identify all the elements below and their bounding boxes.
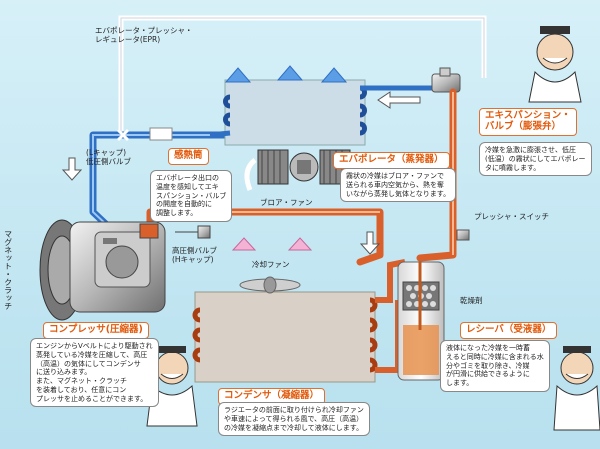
l-cap-label: (Lキャップ) 低圧側バルブ	[86, 148, 131, 166]
receiver-drier	[397, 261, 445, 381]
evaporator-coil	[209, 79, 443, 146]
low-side-valve	[116, 127, 173, 142]
mechanic-character-icon	[553, 346, 600, 431]
sensor-bulb-title: 感熱筒	[168, 148, 209, 165]
h-cap-label: 高圧側バルブ (Hキャップ)	[172, 246, 217, 264]
epr-label: エバポレータ・プレッシャ・ レギュレータ(EPR)	[95, 26, 193, 44]
compressor	[39, 219, 166, 321]
sensor-bulb-note: エバポレータ出口の 温度を感知してエキ スパンション・バルブ の開度を自動的に …	[150, 170, 233, 222]
flow-direction-arrow-icon	[61, 91, 421, 255]
evaporator-note: 霧状の冷媒はブロア・ファンで 送られる車内空気から、熱を奪 いながら蒸発し気体と…	[340, 168, 457, 203]
condenser-coil	[192, 259, 406, 383]
magnet-clutch-label: マグネット・クラッチ	[3, 230, 13, 310]
cooling-fan	[239, 276, 301, 294]
receiver-note: 液体になった冷媒を一時蓄 えると同時に冷媒に含まれる水 分やゴミを取り除き、冷媒…	[440, 340, 550, 392]
compressor-note: エンジンからVベルトにより駆動され 蒸発している冷媒を圧縮して、高圧 （高温）の…	[30, 338, 159, 408]
evaporator-title: エバポレータ（蒸発器）	[333, 152, 450, 169]
expansion-valve-note: 冷媒を急激に膨張させ、低圧 (低温）の霧状にしてエバポレー タに噴霧します。	[479, 142, 592, 177]
return-pipe	[118, 15, 487, 135]
condenser-note: ラジエータの前面に取り付けられ冷却ファン や車速によって得られる風で、高圧（高温…	[218, 402, 370, 437]
compressor-title: コンプレッサ(圧縮器)	[43, 322, 149, 339]
air-flow-arrow-icon	[224, 65, 348, 83]
mechanic-character-icon	[146, 346, 198, 427]
cooling-fan-label: 冷却ファン	[252, 260, 290, 269]
expansion-valve-title: エキスパンション・ バルブ（膨張弁）	[479, 108, 577, 136]
mechanic-character-icon	[528, 26, 582, 103]
expansion-valve	[431, 67, 461, 93]
air-flow-arrow-icon	[231, 237, 313, 251]
high-side-valve	[175, 225, 211, 239]
pressure-switch-label: プレッシャ・スイッチ	[474, 212, 549, 221]
pressure-switch	[456, 229, 470, 241]
receiver-title: レシーバ（受液器）	[460, 322, 558, 339]
blower-fan-label: ブロア・ファン	[260, 198, 313, 207]
desiccant-label: 乾燥剤	[460, 296, 483, 305]
